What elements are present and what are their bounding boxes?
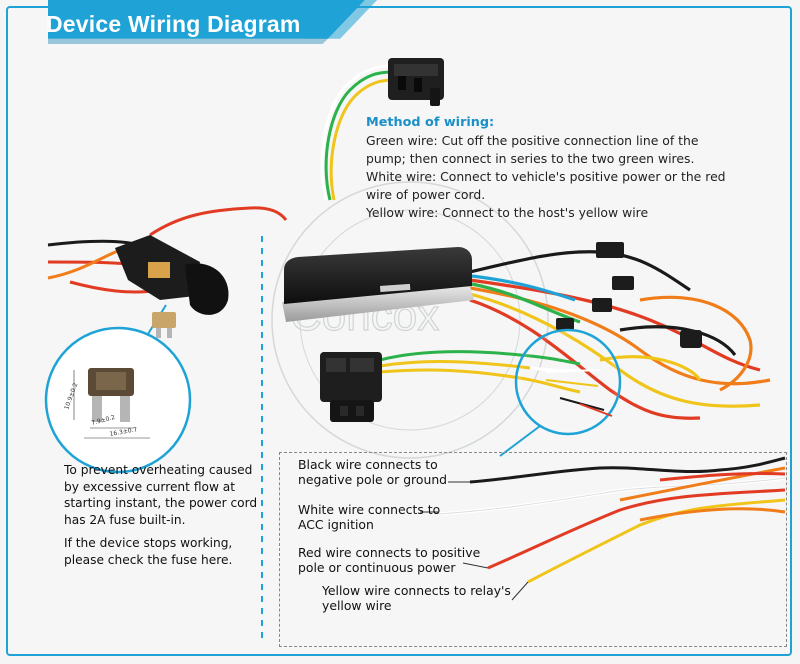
callout-red-wire: Red wire connects to positive pole or co…	[298, 545, 481, 575]
fuse-dim-length: 16.3±0.7	[109, 426, 138, 438]
method-green-wire: Green wire: Cut off the positive connect…	[366, 133, 699, 166]
blade-fuse-icon	[88, 368, 134, 422]
wire-magnifier	[499, 328, 622, 457]
callout-leaders	[420, 481, 529, 601]
wire-callout-box	[279, 452, 787, 647]
method-of-wiring: Method of wiring: Green wire: Cut off th…	[366, 114, 726, 222]
fuse-note-check: If the device stops working, please chec…	[64, 536, 233, 567]
watermark-seal: Concox	[271, 181, 549, 459]
method-white-wire: White wire: Connect to vehicle's positiv…	[366, 169, 726, 202]
gps-tracker-device	[282, 247, 474, 322]
small-fuse-icon	[152, 312, 176, 338]
fuse-holder-icon	[115, 235, 229, 315]
lower-relay-icon	[320, 352, 382, 422]
callout-white-wire: White wire connects to ACC ignition	[298, 502, 441, 532]
page-title: Device Wiring Diagram	[46, 11, 301, 37]
fuse-magnifier: 10.9±0.2 7.9±0.2 16.3±0.7	[44, 304, 192, 474]
callout-wires	[437, 456, 786, 584]
title-banner	[48, 0, 378, 44]
callout-black-wire: Black wire connects to negative pole or …	[298, 457, 448, 487]
top-relay-wires	[320, 64, 395, 201]
method-heading: Method of wiring:	[366, 115, 495, 130]
method-yellow-wire: Yellow wire: Connect to the host's yello…	[366, 205, 649, 220]
fuse-note: To prevent overheating caused by excessi…	[64, 462, 264, 575]
main-harness	[469, 250, 771, 420]
harness-connectors	[556, 242, 702, 348]
relay-icon	[388, 58, 444, 106]
callout-yellow-wire: Yellow wire connects to relay's yellow w…	[322, 583, 511, 613]
fuse-note-overheating: To prevent overheating caused by excessi…	[64, 463, 258, 527]
